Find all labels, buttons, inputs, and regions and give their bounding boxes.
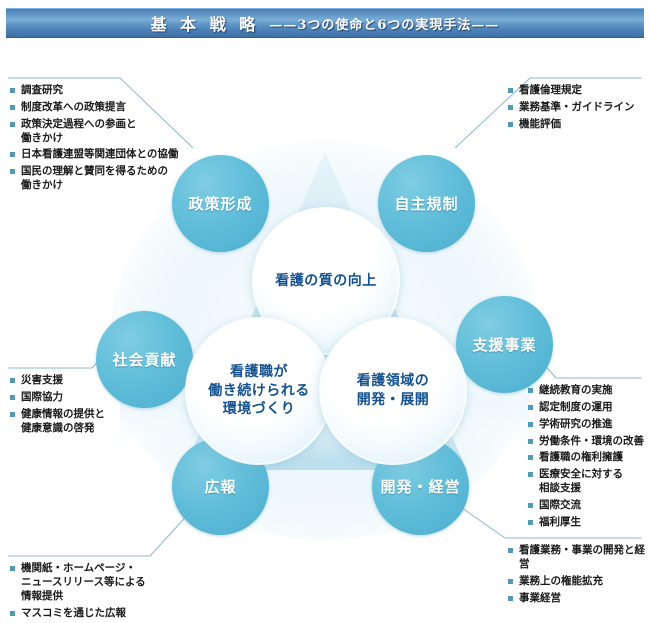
detail-list-item: 国際交流: [528, 499, 650, 513]
method-circle-self-regulation[interactable]: 自主規制: [378, 155, 475, 252]
detail-list-self-regulation: 看護倫理規定業務基準・ガイドライン機能評価: [508, 84, 648, 132]
method-label-policy-formation: 政策形成: [188, 195, 253, 213]
detail-block-public-relations: 機関紙・ホームページ・ ニュースリリース等による 情報提供マスコミを通じた広報: [10, 562, 170, 623]
detail-list-item: 事業経営: [508, 592, 650, 606]
method-label-public-relations: 広報: [204, 478, 237, 496]
detail-list-item: 国民の理解と賛同を得るための 働きかけ: [10, 165, 188, 193]
mission-circle-development[interactable]: 看護領域の 開発・展開: [320, 318, 466, 464]
detail-list-item: 労働条件・環境の改善: [528, 435, 650, 449]
detail-list-item: 機能評価: [508, 118, 648, 132]
detail-list-item: マスコミを通じた広報: [10, 607, 170, 621]
detail-list-item: 学術研究の推進: [528, 418, 650, 432]
detail-block-development-management: 看護業務・事業の開発と経営業務上の権能拡充事業経営: [508, 544, 650, 608]
method-label-social-contribution: 社会貢献: [112, 351, 177, 369]
detail-list-item: 健康情報の提供と 健康意識の啓発: [10, 408, 160, 436]
method-circle-support-business[interactable]: 支援事業: [456, 296, 553, 393]
mission-label-environment: 看護職が 働き続けられる 環境づくり: [208, 363, 310, 418]
mission-label-development: 看護領域の 開発・展開: [356, 373, 430, 408]
detail-block-social-contribution: 災害支援国際協力健康情報の提供と 健康意識の啓発: [10, 374, 160, 438]
detail-list-item: 医療安全に対する 相談支援: [528, 468, 650, 496]
detail-list-social-contribution: 災害支援国際協力健康情報の提供と 健康意識の啓発: [10, 374, 160, 435]
detail-list-item: 認定制度の運用: [528, 401, 650, 415]
detail-list-item: 政策決定過程への参画と 働きかけ: [10, 118, 188, 146]
page-subtitle: ——3つの使命と6つの実現手法——: [269, 17, 500, 33]
detail-list-support-business: 継続教育の実施認定制度の運用学術研究の推進労働条件・環境の改善看護職の権利擁護医…: [528, 384, 650, 530]
method-circle-social-contribution[interactable]: 社会貢献: [96, 311, 193, 408]
detail-block-policy-formation: 調査研究制度改革への政策提言政策決定過程への参画と 働きかけ日本看護連盟等関連団…: [10, 84, 188, 196]
page-header-banner: 基 本 戦 略 ——3つの使命と6つの実現手法——: [6, 8, 644, 38]
detail-list-item: 調査研究: [10, 84, 188, 98]
connector-line-policy-formation: [119, 77, 194, 149]
connector-line-development-management: [461, 507, 506, 539]
strategy-diagram: 政策形成 自主規制 社会貢献 支援事業 広報 開発・経営 看護の質の向上 看護職…: [0, 40, 650, 619]
detail-list-item: 継続教育の実施: [528, 384, 650, 398]
detail-block-support-business: 継続教育の実施認定制度の運用学術研究の推進労働条件・環境の改善看護職の権利擁護医…: [528, 384, 650, 533]
detail-list-item: 業務上の権能拡充: [508, 575, 650, 589]
detail-list-development-management: 看護業務・事業の開発と経営業務上の権能拡充事業経営: [508, 544, 650, 605]
detail-list-item: 福利厚生: [528, 516, 650, 530]
detail-block-self-regulation: 看護倫理規定業務基準・ガイドライン機能評価: [508, 84, 648, 135]
page-title: 基 本 戦 略: [150, 15, 260, 34]
detail-list-item: 看護職の権利擁護: [528, 451, 650, 465]
detail-list-item: 災害支援: [10, 374, 160, 388]
detail-list-item: 制度改革への政策提言: [10, 101, 188, 115]
method-label-self-regulation: 自主規制: [394, 195, 459, 213]
connector-line-self-regulation: [454, 77, 531, 149]
detail-list-item: 看護業務・事業の開発と経営: [508, 544, 650, 572]
method-circle-policy-formation[interactable]: 政策形成: [172, 155, 269, 252]
detail-list-policy-formation: 調査研究制度改革への政策提言政策決定過程への参画と 働きかけ日本看護連盟等関連団…: [10, 84, 188, 193]
detail-list-item: 機関紙・ホームページ・ ニュースリリース等による 情報提供: [10, 562, 170, 604]
detail-list-item: 看護倫理規定: [508, 84, 648, 98]
detail-list-item: 日本看護連盟等関連団体との協働: [10, 148, 188, 162]
detail-list-item: 国際協力: [10, 391, 160, 405]
method-label-development-management: 開発・経営: [380, 478, 461, 496]
mission-circle-environment[interactable]: 看護職が 働き続けられる 環境づくり: [186, 318, 332, 464]
detail-list-item: 業務基準・ガイドライン: [508, 101, 648, 115]
mission-label-quality: 看護の質の向上: [275, 272, 377, 289]
method-label-support-business: 支援事業: [472, 336, 537, 354]
detail-list-public-relations: 機関紙・ホームページ・ ニュースリリース等による 情報提供マスコミを通じた広報: [10, 562, 170, 620]
